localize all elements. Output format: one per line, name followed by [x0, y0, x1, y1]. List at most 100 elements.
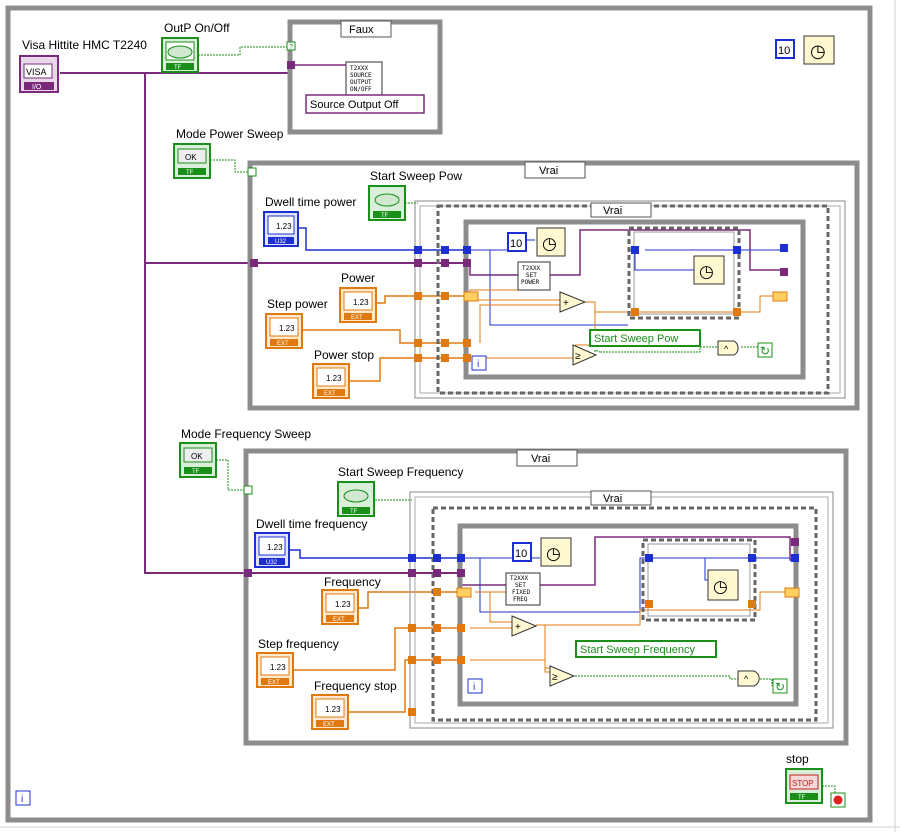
svg-text:TF: TF	[174, 65, 182, 71]
svg-text:Mode Frequency Sweep: Mode Frequency Sweep	[181, 427, 311, 441]
svg-text:1.23: 1.23	[276, 222, 292, 231]
visa-label: Visa Hittite HMC T2240	[22, 38, 147, 52]
svg-text:≥: ≥	[575, 351, 581, 362]
svg-text:≥: ≥	[552, 672, 558, 683]
svg-text:EXT: EXT	[351, 315, 363, 321]
clock-icon: ◷	[713, 577, 728, 596]
svg-text:TF: TF	[381, 213, 389, 219]
start-sweep-pow-control[interactable]: Start Sweep Pow TF	[368, 169, 462, 221]
svg-text:1.23: 1.23	[279, 324, 295, 333]
svg-text:Step frequency: Step frequency	[258, 637, 339, 651]
inner-case-power[interactable]: Vrai	[603, 205, 622, 217]
clock-icon: ◷	[699, 262, 714, 281]
start-sweep-frequency-control[interactable]: Start Sweep Frequency TF	[337, 465, 463, 517]
svg-text:Frequency stop: Frequency stop	[314, 679, 397, 693]
svg-text:Power: Power	[341, 271, 375, 285]
visa-text: VISA	[26, 67, 47, 77]
case-selector-power[interactable]: Vrai	[539, 165, 558, 177]
local-var-start-sweep-pow[interactable]: Start Sweep Pow	[594, 333, 678, 345]
svg-text:TF: TF	[350, 509, 358, 515]
svg-text:OK: OK	[191, 452, 203, 461]
svg-text:Dwell time frequency: Dwell time frequency	[256, 517, 367, 531]
step-power-control[interactable]: Step power 1.23 EXT	[265, 297, 328, 349]
svg-text:Power stop: Power stop	[314, 348, 374, 362]
power-control[interactable]: Power 1.23 EXT	[339, 271, 377, 323]
svg-text:T2XXX: T2XXX	[522, 265, 540, 272]
mode-frequency-sweep-control[interactable]: Mode Frequency Sweep OK TF	[179, 427, 311, 478]
svg-text:i: i	[21, 794, 23, 805]
svg-text:Dwell time power: Dwell time power	[265, 195, 356, 209]
frequency-stop-control[interactable]: Frequency stop 1.23 EXT	[311, 679, 397, 730]
svg-text:10: 10	[778, 45, 790, 57]
loop-condition-icon: ↻	[760, 344, 770, 358]
inner-case-frequency[interactable]: Vrai	[603, 493, 622, 505]
case-structure-power: Vrai Vrai 10	[247, 160, 860, 411]
svg-text:I/O: I/O	[32, 84, 42, 91]
svg-text:+: +	[563, 298, 569, 309]
svg-text:1.23: 1.23	[267, 543, 283, 552]
step-frequency-control[interactable]: Step frequency 1.23 EXT	[256, 637, 339, 688]
svg-text:1.23: 1.23	[325, 705, 341, 714]
svg-text:Mode Power Sweep: Mode Power Sweep	[176, 127, 284, 141]
svg-text:OK: OK	[185, 153, 197, 162]
svg-text:U32: U32	[275, 239, 287, 245]
svg-text:OUTPUT: OUTPUT	[350, 79, 372, 86]
svg-text:STOP: STOP	[792, 779, 814, 788]
power-stop-control[interactable]: Power stop 1.23 EXT	[312, 348, 374, 399]
svg-text:1.23: 1.23	[335, 600, 351, 609]
svg-text:TF: TF	[798, 795, 806, 801]
svg-text:10: 10	[510, 238, 522, 250]
svg-text:EXT: EXT	[333, 617, 345, 623]
svg-text:Frequency: Frequency	[324, 575, 381, 589]
svg-text:T2XXX: T2XXX	[510, 575, 528, 582]
svg-text:EXT: EXT	[268, 680, 280, 686]
dwell-time-frequency-control[interactable]: Dwell time frequency 1.23 U32	[254, 517, 367, 568]
svg-text:10: 10	[515, 548, 527, 560]
outp-onoff-control[interactable]: OutP On/Off TF	[161, 21, 230, 73]
visa-control[interactable]: Visa Hittite HMC T2240 VISA I/O	[19, 38, 147, 93]
info-icon: i	[477, 359, 479, 370]
svg-text:EXT: EXT	[277, 341, 289, 347]
svg-text:SET: SET	[515, 582, 526, 589]
svg-text:stop: stop	[786, 752, 809, 766]
case-selector-top[interactable]: Faux	[349, 24, 374, 36]
stop-control[interactable]: stop STOP TF	[785, 752, 823, 804]
svg-text:TF: TF	[192, 469, 200, 475]
svg-text:1.23: 1.23	[270, 663, 286, 672]
source-output-enum[interactable]: Source Output Off	[310, 99, 399, 111]
svg-text:POWER: POWER	[521, 279, 539, 286]
svg-text:EXT: EXT	[323, 722, 335, 728]
svg-text:1.23: 1.23	[353, 298, 369, 307]
clock-icon: ◷	[810, 41, 826, 61]
stop-terminal-icon	[830, 792, 846, 808]
dwell-time-power-control[interactable]: Dwell time power 1.23 U32	[263, 195, 356, 247]
outp-label: OutP On/Off	[164, 21, 230, 35]
svg-text:U32: U32	[266, 560, 278, 566]
loop-condition-icon: ↻	[775, 680, 785, 694]
svg-text:FIXED: FIXED	[512, 589, 530, 596]
svg-text:+: +	[515, 622, 521, 633]
mode-power-sweep-control[interactable]: Mode Power Sweep OK TF	[173, 127, 284, 179]
svg-text:SOURCE: SOURCE	[350, 72, 372, 79]
local-var-start-sweep-frequency[interactable]: Start Sweep Frequency	[580, 644, 695, 656]
svg-text:Step power: Step power	[267, 297, 328, 311]
svg-text:EXT: EXT	[324, 391, 336, 397]
wait-timer-top: 10 ◷	[775, 35, 835, 65]
svg-text:^: ^	[744, 674, 749, 684]
main-info-icon: i	[15, 790, 31, 806]
case-selector-frequency[interactable]: Vrai	[531, 453, 550, 465]
svg-text:SET: SET	[526, 272, 537, 279]
svg-text:Start Sweep Pow: Start Sweep Pow	[370, 169, 462, 183]
svg-text:T2XXX: T2XXX	[350, 65, 368, 72]
clock-icon: ◷	[542, 234, 557, 253]
svg-text:1.23: 1.23	[326, 374, 342, 383]
clock-icon: ◷	[546, 544, 561, 563]
case-structure-outp: Faux T2XXX SOURCE OUTPUT ON/OFF Source O…	[286, 19, 443, 135]
svg-text:^: ^	[724, 344, 729, 354]
frequency-control[interactable]: Frequency 1.23 EXT	[321, 575, 381, 625]
case-structure-frequency: Vrai Vrai 10	[243, 448, 849, 746]
svg-text:?: ?	[289, 44, 293, 51]
svg-text:Start Sweep Frequency: Start Sweep Frequency	[338, 465, 463, 479]
